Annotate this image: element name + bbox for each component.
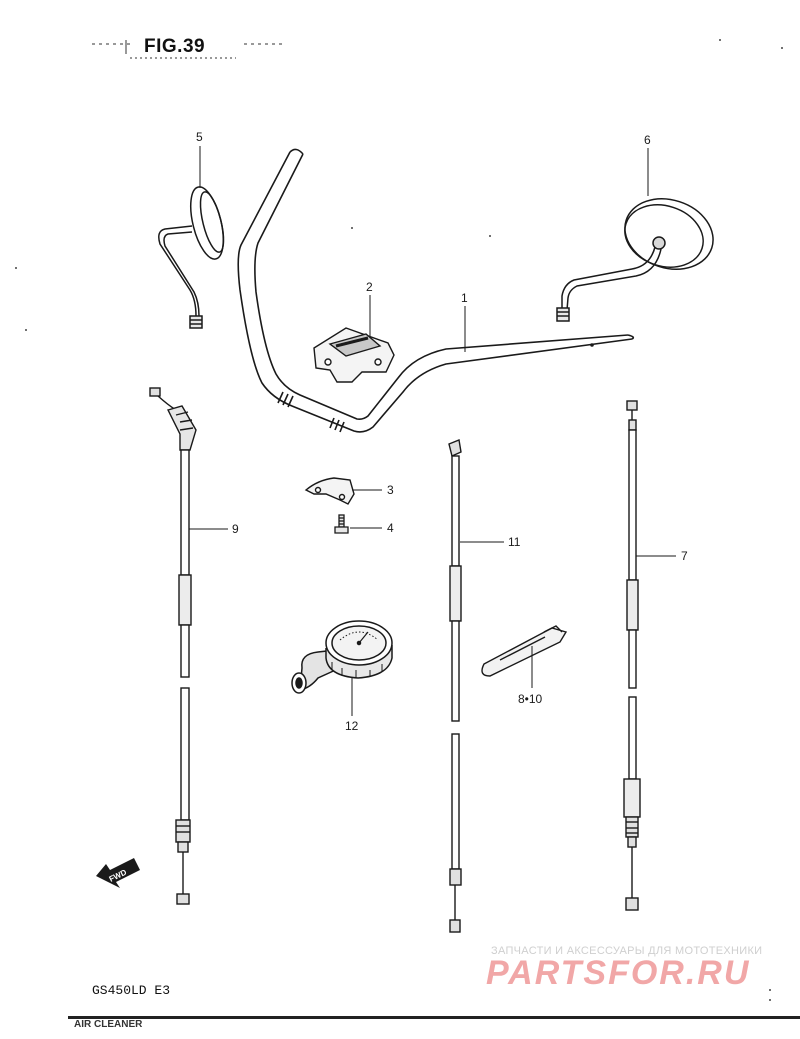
meter-gauge (291, 620, 393, 694)
figure-title: FIG.39 (144, 36, 206, 57)
watermark-logo: PARTSFOR.RU (486, 954, 751, 992)
leader-lines (189, 146, 676, 716)
scan-specks (15, 39, 783, 1001)
callout-12: 12 (345, 719, 359, 733)
cable-right (623, 400, 641, 911)
callout-labels: 1 2 3 4 5 6 7 8•10 9 11 12 (196, 130, 688, 733)
callout-11: 11 (508, 535, 521, 549)
callout-6: 6 (644, 133, 651, 147)
callout-1: 1 (461, 291, 468, 305)
callout-2: 2 (366, 280, 373, 294)
watermark-tagline: ЗАПЧАСТИ И АКСЕССУАРЫ ДЛЯ МОТОТЕХНИКИ (491, 945, 763, 957)
footer-left-text: AIR CLEANER (74, 1019, 143, 1030)
callout-7: 7 (681, 549, 688, 563)
handlebar (237, 148, 635, 433)
callout-3: 3 (387, 483, 394, 497)
callout-8-10: 8•10 (518, 692, 543, 706)
right-mirror (556, 198, 714, 322)
screw (334, 514, 349, 534)
handlebar-clamp (313, 327, 395, 383)
cable-band (481, 625, 568, 677)
model-code: GS450LD E3 (92, 983, 171, 998)
cable-bracket (304, 477, 355, 505)
left-mirror (158, 186, 225, 329)
fwd-arrow: FWD (96, 858, 140, 888)
cable-left (149, 387, 197, 905)
callout-4: 4 (387, 521, 394, 535)
cable-center (448, 439, 462, 933)
callout-9: 9 (232, 522, 239, 536)
footer-bar: AIR CLEANER (68, 1016, 800, 1039)
title-dashes (92, 40, 282, 59)
callout-5: 5 (196, 130, 203, 144)
